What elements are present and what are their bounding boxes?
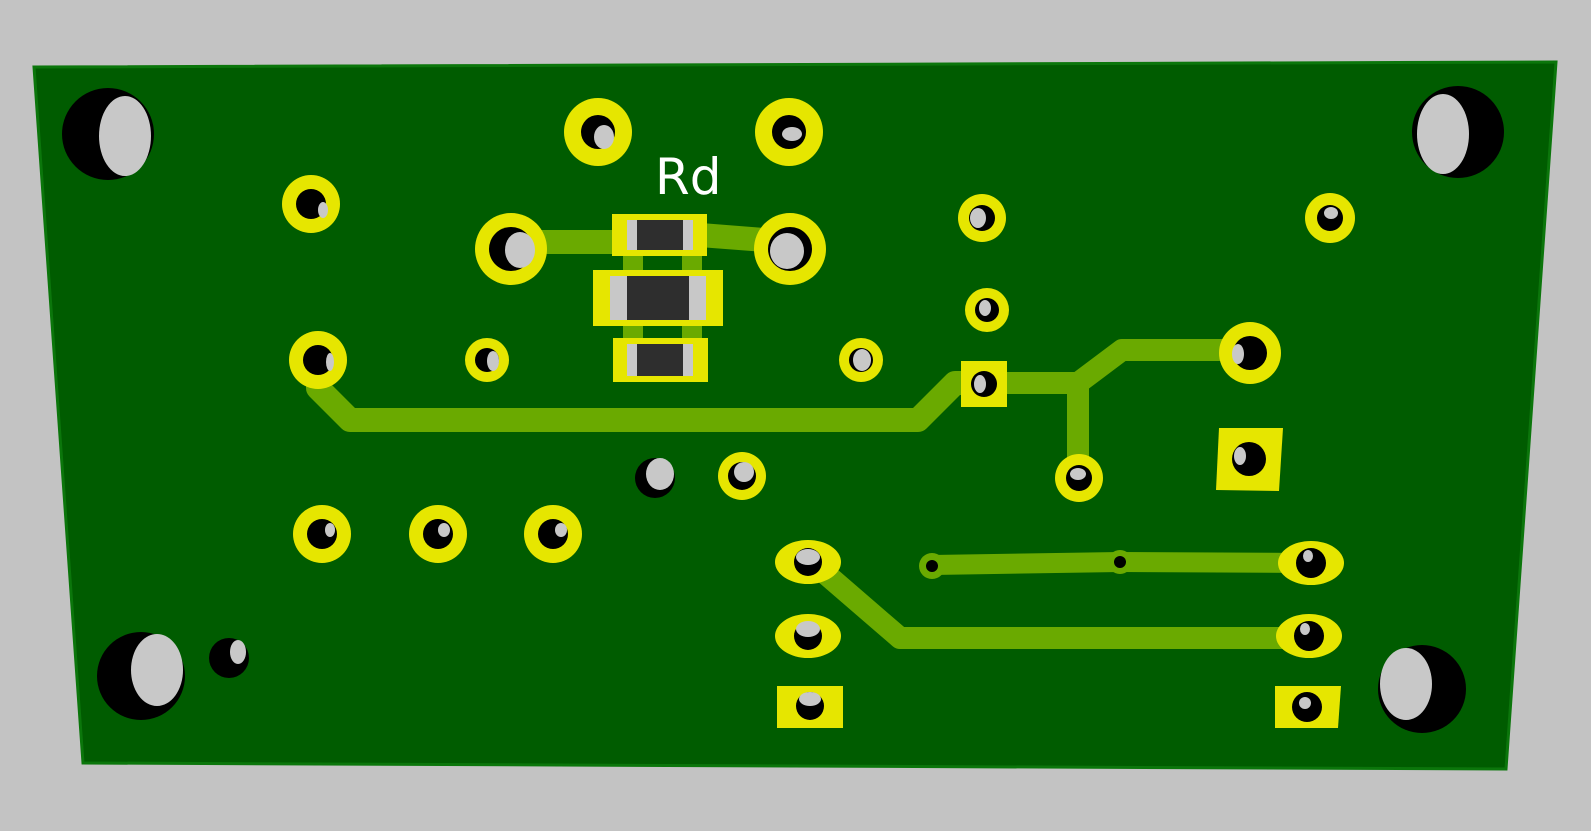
- pad-oval-right-1[interactable]: [1278, 541, 1344, 585]
- via-bottom-left[interactable]: [919, 553, 945, 579]
- pad-junction-down[interactable]: [1055, 454, 1103, 502]
- mounting-hole-bottom-right[interactable]: [1378, 645, 1466, 733]
- pad-far-right-top[interactable]: [1305, 193, 1355, 243]
- trace-right-junction[interactable]: [974, 339, 1259, 394]
- through-hole-pads: [282, 98, 1355, 658]
- square-pads: [777, 361, 1341, 728]
- silkscreen-designator-rd: Rd: [655, 148, 721, 206]
- pad-row-3[interactable]: [524, 505, 582, 563]
- pad-mid-left[interactable]: [465, 338, 509, 382]
- pad-left-upper[interactable]: [282, 175, 340, 233]
- unplated-hole-mid[interactable]: [635, 458, 675, 498]
- pad-top-b[interactable]: [755, 98, 823, 166]
- pad-far-right-mid[interactable]: [1219, 322, 1281, 384]
- mounting-hole-top-left[interactable]: [62, 88, 154, 180]
- smd-capacitor-large[interactable]: [593, 270, 723, 326]
- pad-square-bottom-left[interactable]: [777, 686, 843, 728]
- smd-components: [593, 214, 723, 382]
- mounting-holes: [62, 86, 1504, 733]
- pad-oval-left-1[interactable]: [775, 540, 841, 584]
- pad-right-col-2[interactable]: [965, 288, 1009, 332]
- pad-left-rail[interactable]: [289, 331, 347, 389]
- mounting-hole-top-right[interactable]: [1412, 86, 1504, 178]
- pad-resistor-right[interactable]: [754, 213, 826, 285]
- smd-resistor-rd[interactable]: [612, 214, 707, 256]
- pad-right-col-1[interactable]: [958, 194, 1006, 242]
- via-bottom-mid[interactable]: [1108, 550, 1132, 574]
- mounting-hole-bottom-left[interactable]: [97, 632, 185, 720]
- unplated-hole-small[interactable]: [209, 638, 249, 678]
- pad-top-a[interactable]: [564, 98, 632, 166]
- pad-center-small[interactable]: [718, 452, 766, 500]
- pad-oval-left-2[interactable]: [775, 614, 841, 658]
- pad-resistor-left[interactable]: [475, 213, 547, 285]
- pad-mid-right[interactable]: [839, 338, 883, 382]
- pad-square-junction[interactable]: [961, 361, 1007, 407]
- pad-oval-right-2[interactable]: [1276, 614, 1342, 658]
- pad-row-1[interactable]: [293, 505, 351, 563]
- pad-square-right[interactable]: [1216, 428, 1283, 491]
- smd-resistor-lower[interactable]: [613, 338, 708, 382]
- pad-square-bottom-right[interactable]: [1275, 686, 1341, 728]
- trace-bottom-lower[interactable]: [801, 551, 1316, 649]
- pad-row-2[interactable]: [409, 505, 467, 563]
